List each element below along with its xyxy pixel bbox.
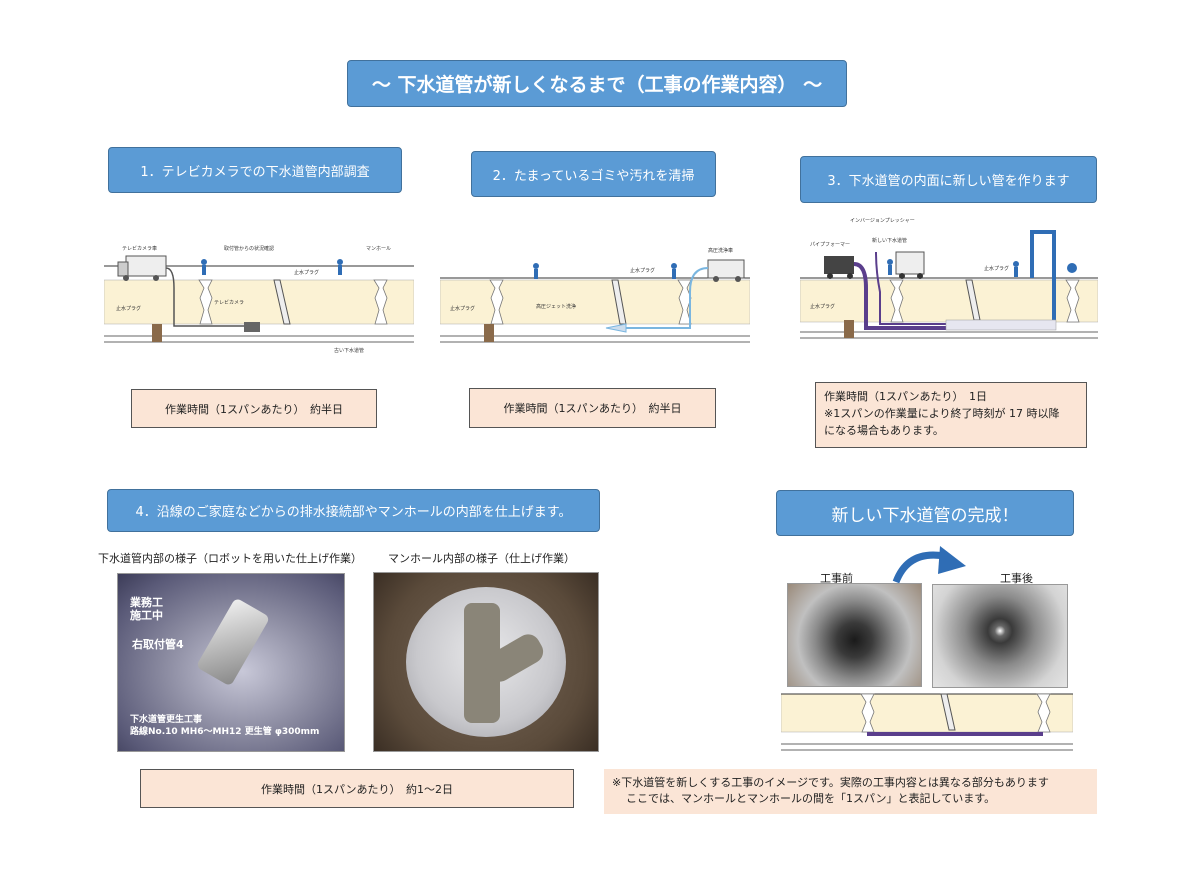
d1-plug2-label: 止水プラグ — [294, 269, 319, 276]
pipe-photo-caption: 下水道管内部の様子（ロボットを用いた仕上げ作業） — [98, 552, 362, 565]
overlay-bl1: 下水道管更生工事 — [130, 715, 203, 725]
d3-plug2-label: 止水プラグ — [984, 265, 1009, 272]
step3-work-time-line3: になる場合もあります。 — [824, 424, 944, 437]
overlay-tl2: 施工中 — [130, 609, 163, 622]
after-label: 工事後 — [1000, 572, 1033, 585]
step2-work-time: 作業時間（1スパンあたり） 約半日 — [469, 388, 716, 428]
d1-oldpipe-label: 古い下水道管 — [334, 347, 364, 354]
step4-work-time: 作業時間（1スパンあたり） 約1～2日 — [140, 769, 574, 808]
d1-tvcar-label: テレビカメラ車 — [122, 245, 157, 252]
d2-plug-label: 止水プラグ — [450, 305, 475, 312]
step3-work-time-line1: 作業時間（1スパンあたり） 1日 — [824, 390, 988, 403]
diagram-completed-pipe — [781, 693, 1073, 751]
d2-plug2-label: 止水プラグ — [630, 267, 655, 274]
before-photo — [787, 583, 922, 687]
step3-work-time-line2: ※1スパンの作業量により終了時刻が 17 時以降 — [824, 407, 1060, 420]
overlay-bl2: 路線No.10 MH6～MH12 更生管 φ300mm — [130, 727, 320, 737]
complete-label: 新しい下水道管の完成！ — [776, 490, 1074, 536]
step1-work-time: 作業時間（1スパンあたり） 約半日 — [131, 389, 377, 428]
before-label: 工事前 — [820, 572, 853, 585]
footnote: ※下水道管を新しくする工事のイメージです。実際の工事内容とは異なる部分もあります… — [604, 769, 1097, 814]
footnote-line2: ここでは、マンホールとマンホールの間を「1スパン」と表記しています。 — [626, 792, 996, 805]
d1-manhole-label: マンホール — [366, 246, 391, 252]
d3-newpipe-label: 新しい下水道管 — [872, 237, 907, 244]
d1-plug-label: 止水プラグ — [116, 305, 141, 312]
step2-label: 2．たまっているゴミや汚れを清掃 — [471, 151, 716, 197]
d2-jet-label: 高圧ジェット洗浄 — [536, 303, 576, 310]
diagram-step1-survey: テレビカメラ車 取付管からの状況確認 マンホール 止水プラグ 止水プラグ テレビ… — [104, 245, 414, 354]
diagram-step2-cleaning: 高圧洗浄車 止水プラグ 止水プラグ 高圧ジェット洗浄 — [440, 247, 750, 343]
d3-former-label: パイプフォーマー — [810, 242, 850, 248]
page-title: ～ 下水道管が新しくなるまで（工事の作業内容） ～ — [347, 60, 847, 107]
overlay-mid: 右取付管4 — [132, 638, 184, 651]
step3-label: 3．下水道管の内面に新しい管を作ります — [800, 156, 1097, 203]
d1-inside-label: 取付管からの状況確認 — [224, 245, 274, 252]
step3-work-time: 作業時間（1スパンあたり） 1日 ※1スパンの作業量により終了時刻が 17 時以… — [815, 382, 1087, 448]
d2-truck-label: 高圧洗浄車 — [708, 247, 733, 254]
diagram-step3-new-pipe: パイプフォーマー 新しい下水道管 インバージョンプレッシャー 止水プラグ 止水プ… — [800, 218, 1098, 339]
step1-label: 1．テレビカメラでの下水道管内部調査 — [108, 147, 402, 193]
d1-camera-label: テレビカメラ — [214, 299, 244, 306]
robot-image — [195, 597, 271, 687]
d3-plug-label: 止水プラグ — [810, 303, 835, 310]
overlay-tl1: 業務工 — [130, 596, 163, 609]
manhole-inside-photo — [373, 572, 599, 752]
manhole-photo-caption: マンホール内部の様子（仕上げ作業） — [388, 552, 575, 565]
after-photo — [932, 584, 1068, 688]
d3-inversion-label: インバージョンプレッシャー — [850, 218, 915, 224]
footnote-line1: ※下水道管を新しくする工事のイメージです。実際の工事内容とは異なる部分もあります — [612, 776, 1049, 789]
step4-label: 4．沿線のご家庭などからの排水接続部やマンホールの内部を仕上げます。 — [107, 489, 600, 532]
arrow-icon — [892, 546, 966, 584]
pipe-inside-photo: 業務工 施工中 右取付管4 下水道管更生工事 路線No.10 MH6～MH12 … — [117, 573, 345, 752]
